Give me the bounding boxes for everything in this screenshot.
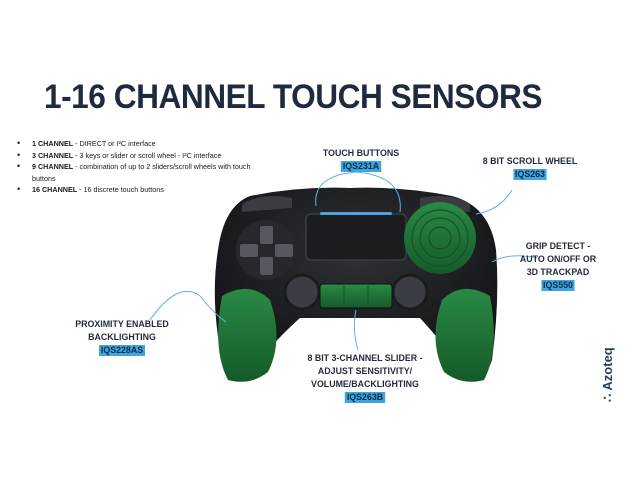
label-slider: 8 BIT 3-CHANNEL SLIDER - ADJUST SENSITIV… [307, 353, 423, 403]
light-bar [320, 212, 392, 215]
part-code: IQS263 [513, 169, 547, 180]
label-touch-buttons: TOUCH BUTTONS IQS231A [322, 148, 400, 172]
label-proximity: PROXIMITY ENABLED BACKLIGHTING IQS228AS [75, 319, 169, 356]
label-grip-detect: GRIP DETECT - AUTO ON/OFF OR 3D TRACKPAD… [519, 241, 597, 291]
dpad-base [236, 220, 296, 280]
list-item: 1 CHANNEL - DIRECT or I²C interface [14, 138, 276, 150]
list-item: 3 CHANNEL - 3 keys or slider or scroll w… [14, 150, 276, 162]
azoteq-logo: ∴ Azoteq [600, 347, 615, 402]
left-joystick [283, 273, 321, 311]
part-code: IQS231A [341, 161, 381, 172]
right-grip [435, 288, 494, 382]
label-scroll-wheel: 8 BIT SCROLL WHEEL IQS263 [482, 156, 578, 180]
connector-lines [149, 171, 538, 351]
feature-list: 1 CHANNEL - DIRECT or I²C interface 3 CH… [14, 138, 276, 196]
list-item: 16 CHANNEL - 16 discrete touch buttons [14, 184, 276, 196]
left-shoulder [242, 196, 292, 212]
part-code: IQS550 [541, 280, 575, 291]
logo-mark-icon: ∴ [600, 393, 615, 402]
dpad-icon [240, 226, 293, 275]
list-item: 9 CHANNEL - combination of up to 2 slide… [14, 161, 276, 184]
right-joystick [391, 273, 429, 311]
part-code: IQS228AS [99, 345, 145, 356]
center-slider [319, 283, 393, 309]
page-title: 1-16 CHANNEL TOUCH SENSORS [44, 78, 543, 116]
scroll-wheel [404, 202, 476, 274]
part-code: IQS263B [345, 392, 385, 403]
left-grip [218, 288, 277, 382]
touchpad [305, 213, 407, 261]
